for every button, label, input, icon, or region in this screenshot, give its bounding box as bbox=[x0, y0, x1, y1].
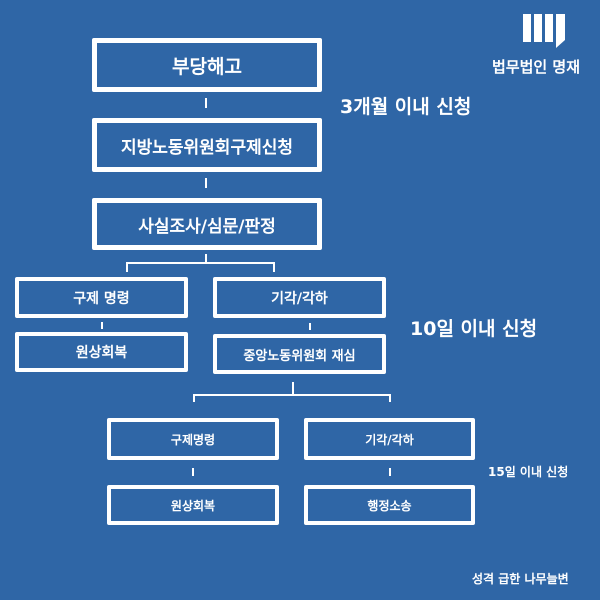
connector bbox=[205, 254, 207, 263]
connector bbox=[126, 262, 275, 264]
brand-name: 법무법인 명재 bbox=[492, 58, 581, 76]
box-dismissed-2: 기각/각하 bbox=[304, 418, 475, 460]
box-restoration-2: 원상회복 bbox=[107, 485, 279, 525]
brand-logo bbox=[521, 12, 569, 50]
deadline-15-days: 15일 이내 신청 bbox=[488, 465, 569, 479]
connector bbox=[193, 394, 195, 402]
footer-caption: 성격 급한 나무늘변 bbox=[472, 572, 569, 586]
connector bbox=[273, 262, 275, 272]
box-dismissed-1: 기각/각하 bbox=[213, 277, 386, 318]
connector bbox=[292, 382, 294, 394]
connector bbox=[192, 468, 194, 476]
box-admin-suit: 행정소송 bbox=[304, 485, 475, 525]
box-dismissal: 부당해고 bbox=[92, 38, 322, 92]
deadline-3-months: 3개월 이내 신청 bbox=[340, 96, 472, 118]
connector bbox=[389, 468, 391, 476]
connector bbox=[205, 98, 207, 108]
deadline-10-days: 10일 이내 신청 bbox=[410, 318, 538, 340]
box-relief-order-2: 구제명령 bbox=[107, 418, 279, 460]
connector bbox=[389, 394, 391, 402]
box-restoration-1: 원상회복 bbox=[15, 332, 188, 372]
box-regional-relief: 지방노동위원회구제신청 bbox=[92, 118, 322, 172]
connector bbox=[193, 394, 391, 396]
box-relief-order-1: 구제 명령 bbox=[15, 277, 188, 318]
connector bbox=[309, 323, 311, 330]
connector bbox=[101, 322, 103, 329]
connector bbox=[205, 178, 207, 188]
box-central-review: 중앙노동위원회 재심 bbox=[213, 334, 386, 374]
law-firm-logo-icon bbox=[523, 14, 565, 48]
box-investigation: 사실조사/심문/판정 bbox=[92, 198, 322, 250]
connector bbox=[126, 262, 128, 272]
